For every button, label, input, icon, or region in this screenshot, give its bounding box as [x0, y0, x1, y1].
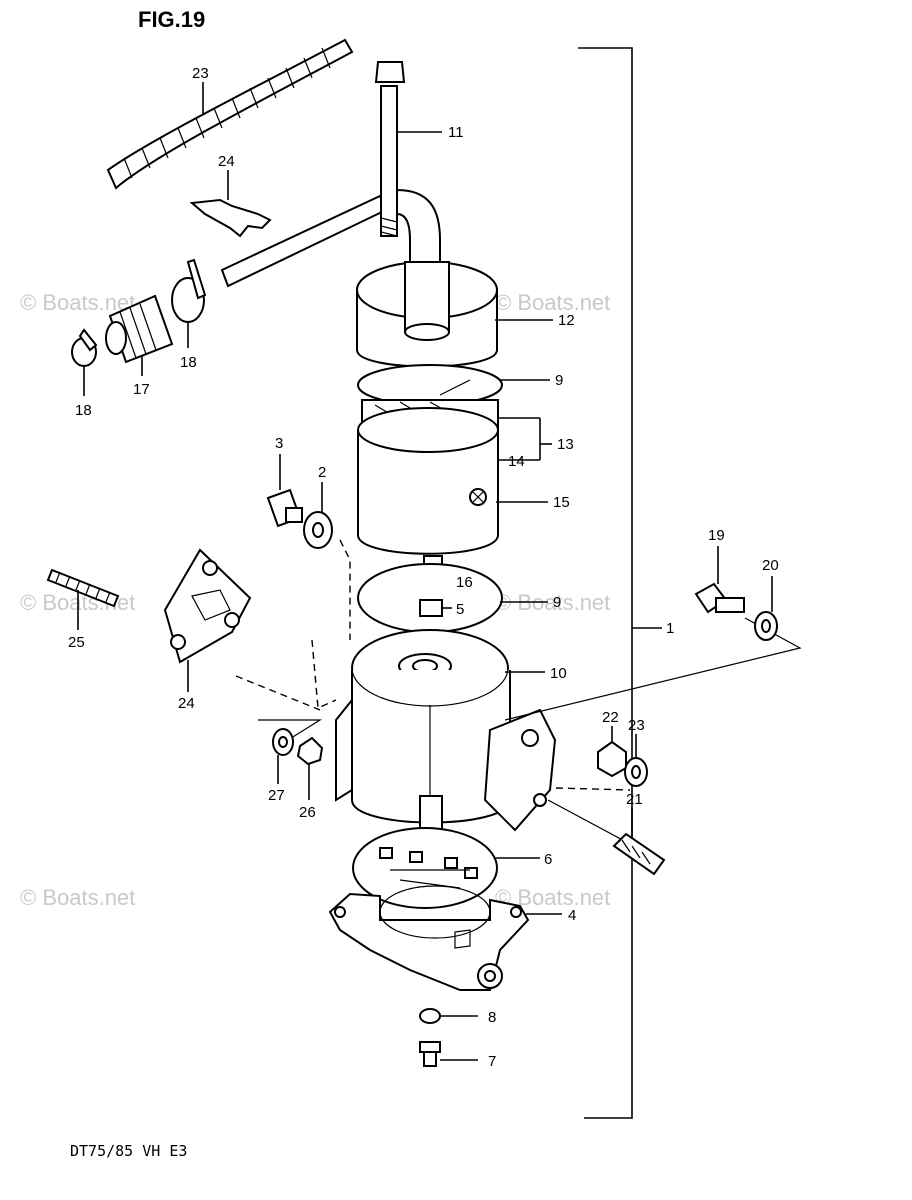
- callout-23: 23: [192, 65, 209, 82]
- callout-27: 27: [268, 787, 285, 804]
- callout-12: 12: [558, 312, 575, 329]
- watermark: © Boats.net: [495, 290, 610, 315]
- assembly-bracket: [578, 47, 633, 1119]
- watermark: © Boats.net: [20, 885, 135, 910]
- callout-18: 18: [75, 402, 92, 419]
- callout-7: 7: [488, 1053, 496, 1070]
- drain-screw: [419, 1041, 441, 1067]
- dash-line-b: [235, 675, 321, 711]
- watermarks: © Boats.net © Boats.net © Boats.net © Bo…: [20, 290, 610, 910]
- callout-2: 2: [318, 464, 326, 481]
- sealing-washer: [419, 1008, 441, 1024]
- lock-washer: [754, 611, 778, 641]
- gasket-plate: [163, 548, 252, 664]
- callout-25: 25: [68, 634, 85, 651]
- callout-6: 6: [544, 851, 552, 868]
- assembly-line-c: [258, 719, 323, 741]
- callout-22: 22: [602, 709, 619, 726]
- check-valve: [419, 599, 443, 617]
- callout-14: 14: [508, 453, 525, 470]
- callout-18: 18: [180, 354, 197, 371]
- callout-20: 20: [762, 557, 779, 574]
- callout-23: 23: [628, 717, 645, 734]
- rubber-boot: [105, 294, 174, 364]
- hex-bolt: [694, 582, 745, 614]
- threaded-stud: [612, 832, 666, 876]
- hose-clamp: [171, 258, 207, 323]
- callout-24: 24: [178, 695, 195, 712]
- spiral-protector: [106, 38, 354, 190]
- figure-title: FIG.19: [138, 7, 205, 32]
- callout-15: 15: [553, 494, 570, 511]
- dash-line-a: [339, 539, 351, 640]
- callout-21: 21: [626, 791, 643, 808]
- callout-9: 9: [555, 372, 563, 389]
- callouts: 23 24 11 12 9 13 14 15 18 17 18 3 2 16 9…: [68, 65, 779, 1070]
- callout-8: 8: [488, 1009, 496, 1026]
- callout-24: 24: [218, 153, 235, 170]
- dash-line-d: [311, 639, 337, 710]
- callout-4: 4: [568, 907, 576, 924]
- stud-bolt: [46, 568, 120, 608]
- callout-13: 13: [557, 436, 574, 453]
- o-ring-lower: [357, 563, 503, 633]
- watermark: © Boats.net: [20, 290, 135, 315]
- flat-washer: [624, 757, 648, 787]
- callout-1: 1: [666, 620, 674, 637]
- valve-gasket: [352, 827, 498, 909]
- reservoir-cap: [356, 261, 498, 368]
- hose-clip: [189, 198, 272, 238]
- dash-line-c: [555, 787, 631, 791]
- callout-16: 16: [456, 574, 473, 591]
- callout-17: 17: [133, 381, 150, 398]
- pump-base: [328, 885, 530, 991]
- callout-3: 3: [275, 435, 283, 452]
- cylinder: [357, 407, 499, 555]
- callout-11: 11: [448, 124, 464, 141]
- callout-26: 26: [299, 804, 316, 821]
- nut-small: [296, 736, 324, 766]
- hose-clamp-small: [71, 328, 98, 367]
- callout-9: 9: [553, 594, 561, 611]
- model-label: DT75/85 VH E3: [70, 1142, 187, 1160]
- push-rod: [374, 61, 441, 283]
- callout-19: 19: [708, 527, 725, 544]
- washer-small: [272, 728, 294, 756]
- callout-10: 10: [550, 665, 567, 682]
- callout-5: 5: [456, 601, 464, 618]
- washer: [303, 511, 333, 549]
- pump-body: [335, 629, 557, 832]
- hex-nut: [597, 740, 627, 778]
- cap-nut: [266, 488, 303, 528]
